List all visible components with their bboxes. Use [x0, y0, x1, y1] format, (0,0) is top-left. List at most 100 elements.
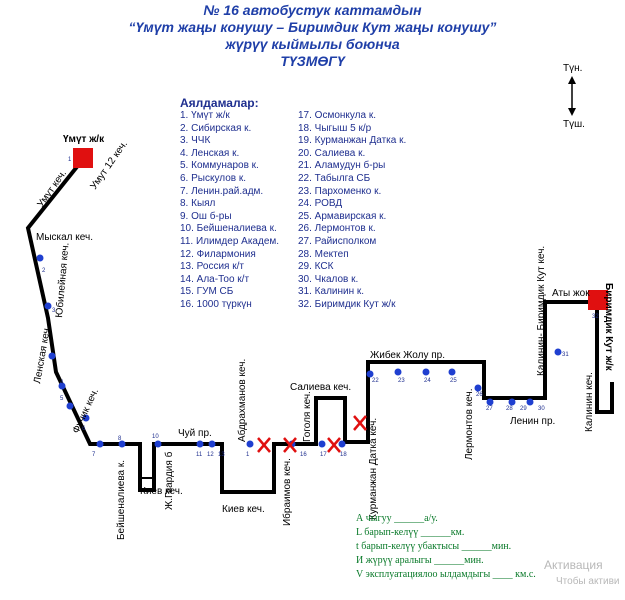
street-label: Аты жок [552, 288, 590, 299]
footer-line-1: А чыгуу ______а/у. [356, 513, 438, 524]
stop-list-item: 24. РОВД [298, 198, 343, 210]
terminal-end-marker [588, 290, 608, 310]
stop-list-item: 18. Чыгыш 5 к/р [298, 122, 372, 134]
footer-line-3: t барып-келүү убактысы ______мин. [356, 541, 512, 552]
stop-dot [196, 440, 204, 448]
stop-list-item: 3. ЧЧК [180, 135, 211, 147]
stop-list-item: 26. Лермонтов к. [298, 223, 376, 235]
stop-num: 24 [424, 378, 431, 384]
stop-dot [208, 440, 216, 448]
stop-num: 29 [520, 406, 527, 412]
stop-num: 6 [82, 426, 86, 432]
street-label: Бейшеналиева к. [116, 460, 127, 540]
street-label: Киев кеч. [140, 486, 183, 497]
stop-num: 32 [592, 314, 599, 320]
stop-dots [36, 254, 562, 448]
stop-list-item: 22. Табылга СБ [298, 172, 371, 184]
stop-num: 3 [52, 308, 56, 314]
stop-dot [96, 440, 104, 448]
stop-list-item: 23. Пархоменко к. [298, 185, 382, 197]
street-label: Курманжан Датка кеч. [368, 418, 379, 520]
stop-dot [338, 440, 346, 448]
stop-dot [508, 398, 516, 406]
stop-list-item: 14. Ала-Тоо к/т [180, 273, 250, 285]
stop-num: 10 [152, 434, 159, 440]
activation-watermark: Активация [544, 558, 603, 572]
title-line-3: жүрүү кыймылы боюнча [225, 36, 400, 52]
stop-list-item: 12. Филармония [180, 248, 256, 260]
stop-num: 30 [538, 406, 545, 412]
street-label: Лермонтов кеч. [464, 389, 475, 460]
street-label: Калинин кеч. [584, 372, 595, 432]
street-label: Ж.Гвардия б [163, 451, 175, 510]
street-label: Жибек Жолу пр. [370, 349, 445, 361]
street-label: Чуй пр. [178, 428, 212, 439]
stop-list-item: 28. Мектеп [298, 248, 349, 260]
stop-num: 18 [340, 452, 347, 458]
stop-list-item: 31. Калинин к. [298, 286, 365, 298]
stop-num: 4 [60, 380, 64, 386]
stop-list-item: 11. Илимдер Академ. [180, 235, 280, 247]
stop-list-item: 16. 1000 түркүн [180, 298, 252, 310]
stop-list-item: 27. Райисполком [298, 235, 377, 247]
footer-line-5: V эксплуатациялоо ылдамдыгы ____ км.с. [356, 569, 536, 580]
title-line-2: “Үмүт жаңы конушу – Биримдик Кут жаңы ко… [128, 19, 497, 35]
stop-dot [48, 352, 56, 360]
stop-list-item: 32. Биримдик Кут ж/к [298, 298, 396, 310]
stop-num: 26 [476, 392, 483, 398]
stop-dot [154, 440, 162, 448]
stop-dot [474, 384, 482, 392]
stop-num: 2 [42, 268, 46, 274]
street-label: Салиева кеч. [290, 382, 351, 393]
street-label: Ибраимов кеч. [281, 458, 293, 526]
stop-num: 16 [300, 452, 307, 458]
stop-num: 25 [450, 378, 457, 384]
street-label: Умут кеч. [35, 168, 69, 210]
street-label: Мыскал кеч. [36, 232, 93, 243]
stop-dot [66, 402, 74, 410]
stop-dot [82, 414, 90, 422]
stop-list-item: 7. Ленин.рай.адм. [180, 185, 264, 197]
street-label: Абдрахманов кеч. [236, 359, 248, 442]
stop-dot [448, 368, 456, 376]
stop-num: 23 [398, 378, 405, 384]
street-label: Умут 12 кеч. [88, 139, 130, 192]
stop-list-item: 19. Курманжан Датка к. [298, 135, 407, 147]
stop-list-item: 15. ГУМ СБ [180, 286, 234, 298]
stop-dot [318, 440, 326, 448]
route-line [25, 156, 614, 494]
stop-list-item: 6. Рыскулов к. [180, 172, 246, 184]
stop-num: 12 [207, 452, 214, 458]
stop-num: 8 [118, 436, 122, 442]
stop-dot [58, 382, 66, 390]
stop-num: 22 [372, 378, 379, 384]
stop-list-item: 21. Аламудун б-ры [298, 160, 386, 172]
stop-num: 7 [92, 452, 96, 458]
title-line-4: ТҮЗМӨГҮ [280, 53, 345, 69]
terminal-start-label: Үмүт ж/к [63, 134, 105, 145]
stop-list-item: 5. Коммунаров к. [180, 160, 259, 172]
title-line-1: № 16 автобустук каттамдын [203, 2, 422, 18]
terminal-end-label: Биримдик Кут ж/к [603, 283, 614, 372]
stop-dot [36, 254, 44, 262]
stop-dot [554, 348, 562, 356]
stop-list-item: 10. Бейшеналиева к. [180, 223, 277, 235]
footer-line-2: L барып-келүү ______км. [356, 527, 465, 538]
stop-dot [246, 440, 254, 448]
stop-num: 27 [486, 406, 493, 412]
stop-list-item: 30. Чкалов к. [298, 273, 359, 285]
stop-list-item: 8. Кыял [180, 198, 216, 210]
compass-south: Түш. [563, 119, 585, 130]
stop-num: 31 [562, 352, 569, 358]
stop-dot [422, 368, 430, 376]
stop-list-item: 4. Ленская к. [180, 147, 240, 159]
street-label: Калинин- Биримдик Кут кеч. [536, 246, 547, 376]
stop-list-item: 17. Осмонкула к. [298, 110, 377, 121]
stop-num: 17 [320, 452, 327, 458]
stop-num: 1 [246, 452, 250, 458]
street-label: Юбилейная кеч. [53, 242, 72, 318]
stop-num: 1 [68, 157, 72, 163]
footer-line-4: И жүрүү аралыгы ______мин. [356, 555, 484, 566]
